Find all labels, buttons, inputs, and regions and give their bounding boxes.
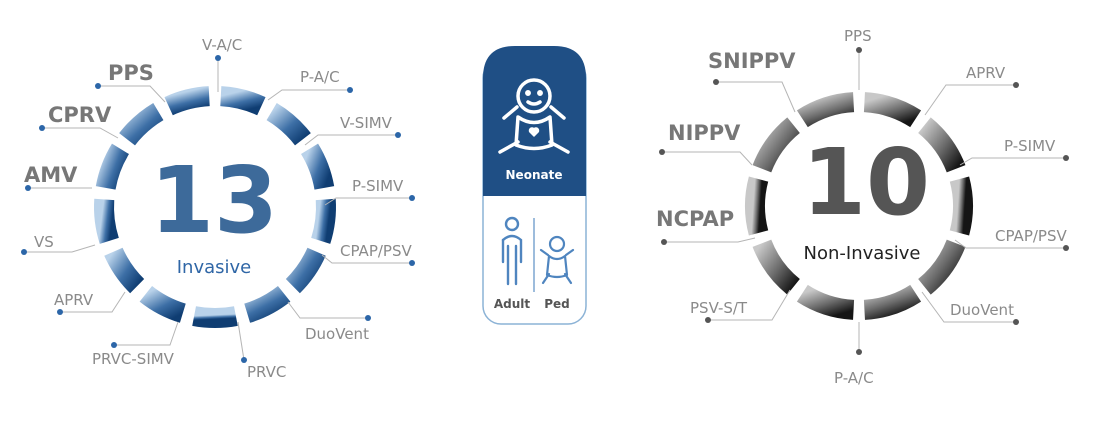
noninvasive-mode-cpap-psv: CPAP/PSV xyxy=(995,227,1067,245)
invasive-mode-cprv: CPRV xyxy=(48,103,112,127)
neonate-icon xyxy=(498,78,570,154)
invasive-mode-pa-c: P-A/C xyxy=(300,68,340,86)
noninvasive-count: 10 xyxy=(802,129,930,236)
noninvasive-ring-segment xyxy=(752,239,801,295)
noninvasive-mode-p-simv: P-SIMV xyxy=(1004,137,1056,155)
noninvasive-mode-snippv: SNIPPV xyxy=(708,49,796,73)
noninvasive-mode-aprv: APRV xyxy=(966,64,1006,82)
invasive-mode-duovent: DuoVent xyxy=(305,325,369,343)
invasive-count: 13 xyxy=(150,147,278,254)
invasive-mode-va-c: V-A/C xyxy=(202,36,242,54)
invasive-mode-aprv: APRV xyxy=(54,291,94,309)
noninvasive-leaders xyxy=(659,47,1069,355)
noninvasive-label: Non-Invasive xyxy=(804,243,921,264)
invasive-ring-segment xyxy=(164,86,211,116)
invasive-ring-segment xyxy=(192,306,238,328)
adult-label: Adult xyxy=(494,297,531,311)
invasive-ring-segment xyxy=(94,198,119,244)
invasive-ring-segment xyxy=(285,247,326,294)
neonate-label: Neonate xyxy=(506,168,563,182)
invasive-leaders xyxy=(21,55,415,363)
noninvasive-ring-segment xyxy=(752,117,801,173)
noninvasive-mode-nippv: NIPPV xyxy=(668,121,741,145)
noninvasive-ring-segment xyxy=(917,239,966,295)
noninvasive-ring-segment xyxy=(863,284,922,320)
noninvasive-ring-segment xyxy=(917,117,966,173)
noninvasive-ring-segment xyxy=(949,176,973,236)
noninvasive-ring-segment xyxy=(745,176,769,236)
invasive-ring-segment xyxy=(139,285,187,323)
invasive-mode-v-simv: V-SIMV xyxy=(340,114,393,132)
invasive-mode-p-simv: P-SIMV xyxy=(352,177,404,195)
adult-icon xyxy=(501,216,523,286)
invasive-ring-segment xyxy=(104,247,145,294)
invasive-mode-pps: PPS xyxy=(108,61,154,85)
ped-icon xyxy=(539,235,575,285)
noninvasive-mode-pps: PPS xyxy=(844,27,872,45)
invasive-ring-segment xyxy=(311,198,336,244)
noninvasive-mode-ncpap: NCPAP xyxy=(656,207,734,231)
noninvasive-mode-duovent: DuoVent xyxy=(950,301,1014,319)
patient-type-card: Neonate Adult Ped xyxy=(482,46,587,325)
invasive-ring-segment xyxy=(119,102,164,146)
invasive-ring-segment xyxy=(219,86,266,116)
invasive-ring: V-A/C P-A/C V-SIMV P-SIMV CPAP/PSV DuoVe… xyxy=(21,36,415,381)
invasive-mode-vs: VS xyxy=(34,233,54,251)
invasive-ring-segment xyxy=(266,102,311,146)
invasive-mode-prvc: PRVC xyxy=(247,363,286,381)
noninvasive-mode-psv-st: PSV-S/T xyxy=(690,299,748,317)
invasive-mode-prvc-simv: PRVC-SIMV xyxy=(92,350,175,368)
invasive-mode-amv: AMV xyxy=(24,163,78,187)
noninvasive-ring-segment xyxy=(796,92,855,128)
ped-label: Ped xyxy=(544,297,570,311)
noninvasive-ring: PPS APRV P-SIMV CPAP/PSV DuoVent P-A/C P… xyxy=(656,27,1069,387)
invasive-mode-cpap-psv: CPAP/PSV xyxy=(340,242,412,260)
noninvasive-mode-pa-c: P-A/C xyxy=(834,369,874,387)
invasive-ring-segments xyxy=(94,86,336,328)
noninvasive-ring-segment xyxy=(796,284,855,320)
invasive-ring-segment xyxy=(300,143,335,190)
invasive-ring-segment xyxy=(243,285,291,323)
noninvasive-ring-segments xyxy=(745,92,973,320)
invasive-label: Invasive xyxy=(177,257,252,278)
noninvasive-ring-segment xyxy=(863,92,922,128)
invasive-ring-segment xyxy=(95,143,130,190)
